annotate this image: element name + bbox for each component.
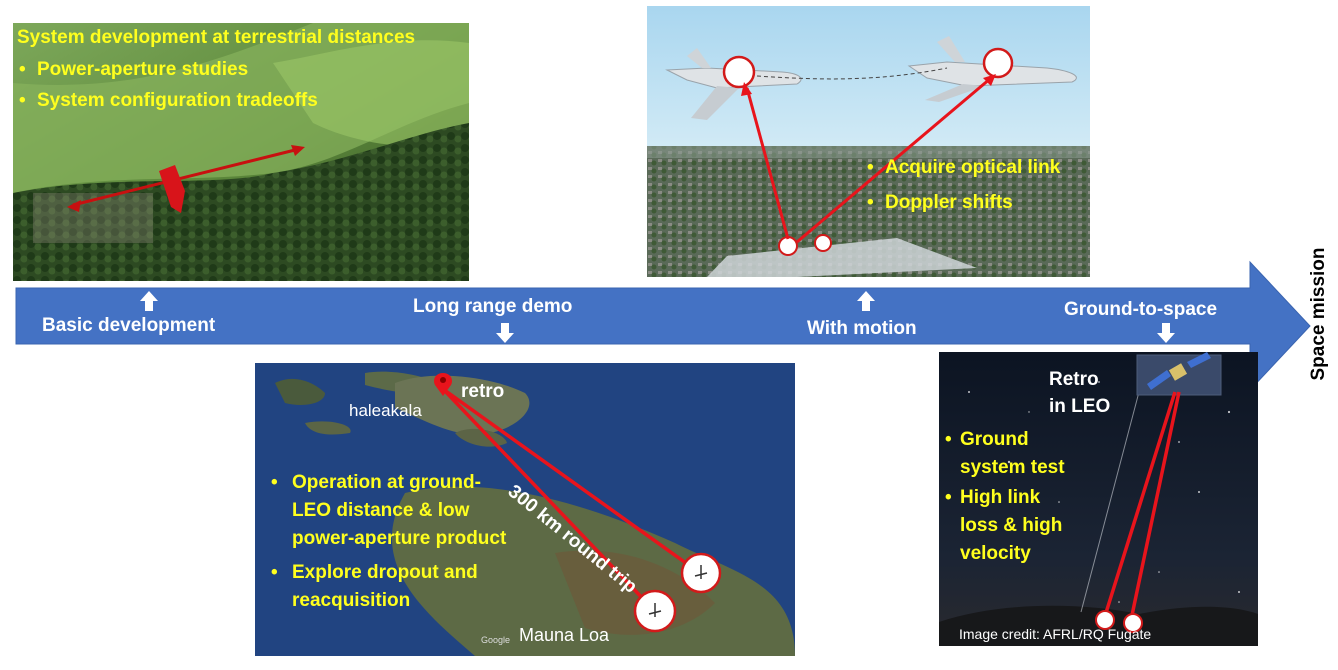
space-retro-label: Retro in LEO xyxy=(1049,366,1110,420)
timeline-label-motion: With motion xyxy=(807,318,917,340)
panel-terrestrial: System development at terrestrial distan… xyxy=(13,23,469,281)
hawaii-mauna-loa-label: Mauna Loa xyxy=(519,625,609,646)
aircraft-right-retro-marker xyxy=(984,49,1012,77)
ground-station-2 xyxy=(815,235,831,251)
hawaii-google-watermark: Google xyxy=(481,635,510,645)
aircraft-scene-image xyxy=(647,6,1090,277)
terrestrial-bullet-2: •System configuration tradeoffs xyxy=(19,87,318,115)
space-image-credit: Image credit: AFRL/RQ Fugate xyxy=(959,626,1151,642)
terrestrial-title: System development at terrestrial distan… xyxy=(17,27,415,49)
timeline-label-long-range: Long range demo xyxy=(413,296,572,318)
panel-hawaii: retro haleakala 300 km round trip Mauna … xyxy=(255,363,795,656)
ground-station-1 xyxy=(779,237,797,255)
aircraft-bullet-2: •Doppler shifts xyxy=(867,189,1013,217)
aircraft-bullet-1: •Acquire optical link xyxy=(867,154,1060,182)
hawaii-bullet-1: • Operation at ground-LEO distance & low… xyxy=(271,469,506,553)
hawaii-retro-label: retro xyxy=(461,381,504,403)
timeline-label-ground-to-space: Ground-to-space xyxy=(1064,299,1217,321)
terrestrial-bullet-1: •Power-aperture studies xyxy=(19,56,248,84)
hawaii-haleakala-label: haleakala xyxy=(349,401,422,421)
panel-aircraft: •Acquire optical link •Doppler shifts xyxy=(647,6,1090,277)
aircraft-left-retro-marker xyxy=(724,57,754,87)
timeline-label-basic: Basic development xyxy=(42,315,215,337)
timeline-label-space-mission: Space mission xyxy=(1308,247,1330,380)
